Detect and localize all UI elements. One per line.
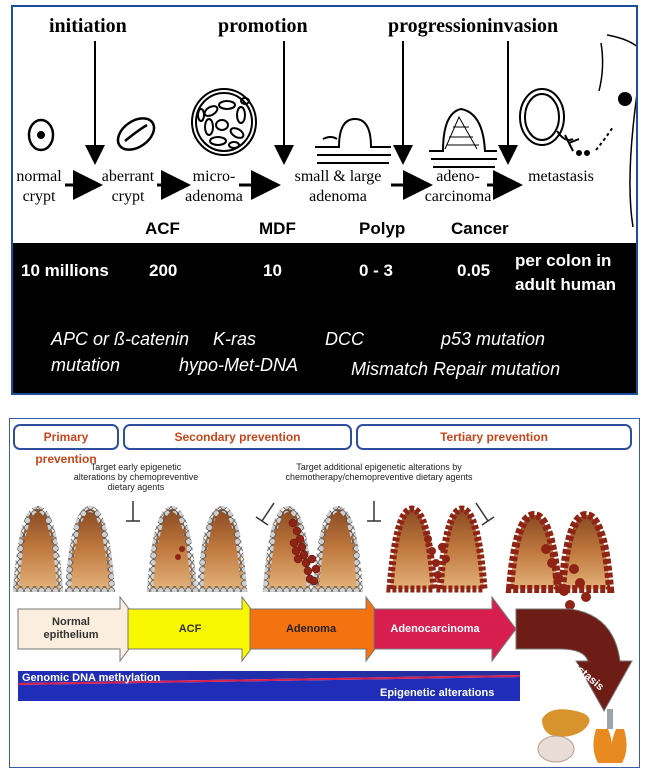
- progression-arrows: [17, 595, 633, 713]
- header-tertiary-prevention: Tertiary prevention: [356, 424, 632, 450]
- microadenoma-icon: [191, 88, 257, 156]
- target-early-epigenetic: Target early epigenetic alterations by c…: [66, 462, 206, 492]
- label-aberrant-line1: aberrant: [101, 168, 155, 185]
- counts-mutations-band: 10 millions 200 10 0 - 3 0.05 per colon …: [13, 243, 636, 393]
- stage-arrows: [85, 41, 518, 165]
- adenocarcinoma-icon: [429, 107, 497, 168]
- count-normal: 10 millions: [21, 261, 109, 280]
- target-early-line2: alterations by chemopreventive: [73, 472, 199, 482]
- methylation-bars: [17, 671, 521, 701]
- mutation-hypo-met-dna: hypo-Met-DNA: [179, 355, 299, 375]
- arrow-normal-line1: Normal: [52, 616, 90, 628]
- villi-normal-epithelium: [12, 505, 116, 592]
- abbr-mdf: MDF: [259, 219, 296, 238]
- label-aberrant-crypt: aberrant crypt: [93, 167, 163, 207]
- label-normal-line1: normal: [16, 168, 62, 185]
- header-secondary-prevention: Secondary prevention: [123, 424, 352, 450]
- count-per-line1: per colon in: [515, 251, 612, 270]
- label-normal-line2: crypt: [22, 188, 56, 205]
- count-cancer: 0.05: [457, 261, 491, 280]
- arrow-normal-epithelium: Normal epithelium: [26, 616, 116, 642]
- label-small-line1: small & large: [294, 168, 382, 185]
- epigenetic-prevention-panel: Primary prevention Secondary prevention …: [9, 418, 640, 768]
- label-normal-crypt: normal crypt: [13, 167, 65, 207]
- epithelium-progression-illustration: [12, 501, 633, 763]
- arrow-adenocarcinoma: Adenocarcinoma: [390, 623, 480, 635]
- target-early-line1: Target early epigenetic: [90, 462, 182, 472]
- abbr-acf: ACF: [145, 219, 180, 238]
- abbr-cancer: Cancer: [451, 219, 509, 238]
- target-early-line3: dietary agents: [107, 482, 165, 492]
- villi-acf: [146, 505, 248, 592]
- carcinogenesis-stages-panel: initiation promotion progression invasio…: [11, 5, 638, 395]
- arrow-adenoma: Adenoma: [285, 623, 337, 635]
- target-add-line2: chemotherapy/chemopreventive dietary age…: [285, 472, 473, 482]
- aberrant-crypt-icon: [116, 117, 156, 151]
- mutation-dcc: DCC: [325, 329, 364, 349]
- mutation-p53: p53 mutation: [441, 329, 546, 349]
- adenoma-icon: [315, 117, 391, 164]
- villi-adenoma: [262, 505, 364, 592]
- stage-invasion: invasion: [487, 15, 559, 37]
- label-small-large-adenoma: small & large adenoma: [283, 167, 393, 207]
- arrow-normal-line2: epithelium: [43, 629, 99, 641]
- target-additional-epigenetic: Target additional epigenetic alterations…: [254, 462, 504, 482]
- label-metastasis: metastasis: [528, 168, 594, 185]
- abbr-polyp: Polyp: [359, 219, 406, 238]
- header-primary-prevention: Primary prevention: [13, 424, 119, 466]
- organ-icons: [537, 709, 627, 763]
- count-mdf: 10: [263, 261, 282, 280]
- label-microadenoma: micro- adenoma: [181, 167, 247, 207]
- arrow-acf: ACF: [178, 623, 202, 635]
- label-micro-line1: micro-: [192, 168, 236, 185]
- mutation-apc: APC or ß-catenin: [51, 329, 190, 349]
- mutation-kras: K-ras: [213, 329, 257, 349]
- villi-adenocarcinoma: [386, 505, 488, 593]
- stage-promotion: promotion: [218, 15, 308, 37]
- label-aberrant-line2: crypt: [111, 188, 145, 205]
- stage-progression: progression: [388, 15, 488, 37]
- target-add-line1: Target additional epigenetic alterations…: [296, 462, 462, 472]
- label-epigenetic-alterations: Epigenetic alterations: [380, 687, 495, 699]
- inhibition-symbols: [126, 501, 495, 526]
- count-per-line2: adult human: [515, 275, 617, 294]
- mutation-mismatch-repair: Mismatch Repair mutation: [351, 359, 561, 379]
- label-adeno-line2: carcinoma: [424, 188, 492, 205]
- count-polyp: 0 - 3: [359, 261, 394, 280]
- label-micro-line2: adenoma: [185, 188, 243, 205]
- count-acf: 200: [149, 261, 178, 280]
- label-genomic-dna-methylation: Genomic DNA methylation: [22, 672, 161, 684]
- label-small-line2: adenoma: [309, 188, 367, 205]
- label-adenocarcinoma: adeno- carcinoma: [421, 167, 495, 207]
- label-adeno-line1: adeno-: [436, 168, 480, 185]
- crypt-progression-drawing: [27, 34, 636, 228]
- stage-initiation: initiation: [49, 15, 127, 37]
- metastasis-icon: [519, 34, 636, 228]
- normal-crypt-icon: [27, 118, 55, 152]
- mutation-apc-line2: mutation: [51, 355, 121, 375]
- count-per-colon: per colon in adult human: [515, 249, 616, 297]
